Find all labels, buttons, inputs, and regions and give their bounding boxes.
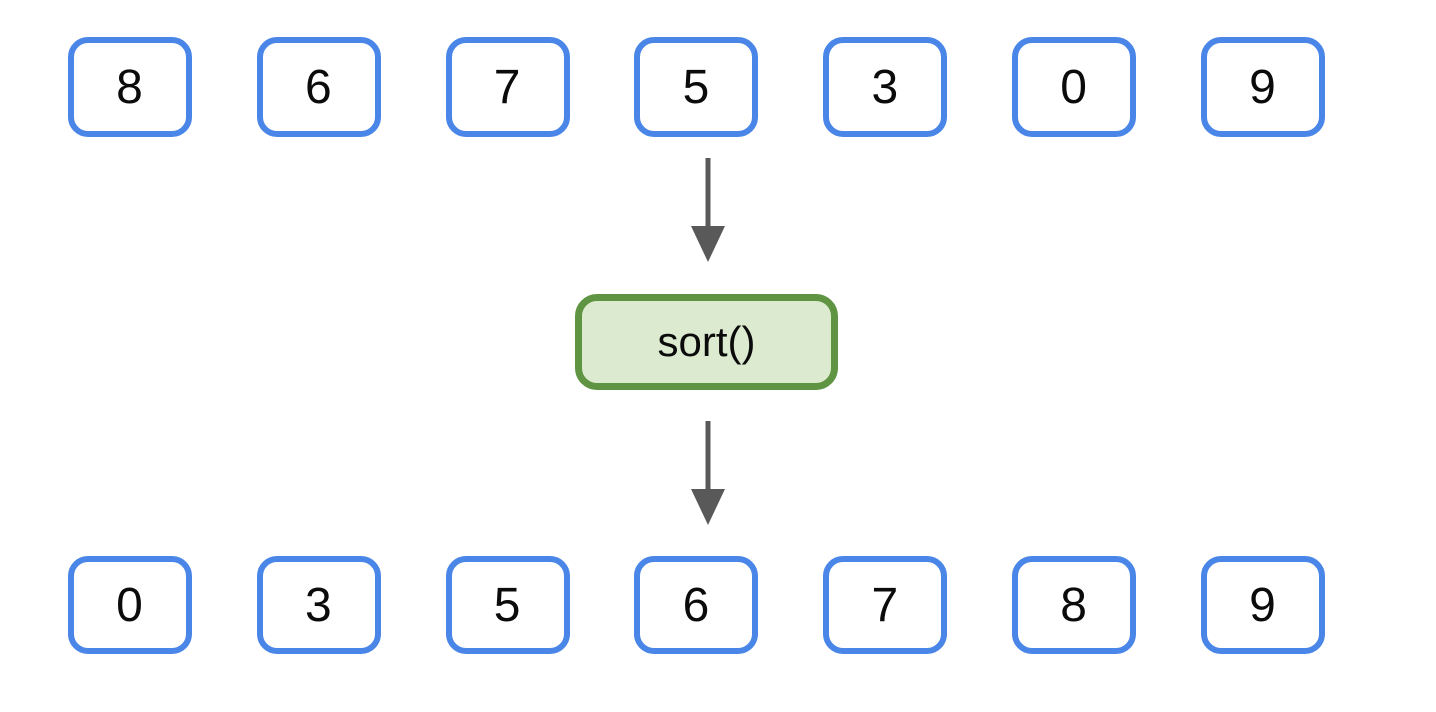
array-cell: 6 [256, 37, 381, 137]
cell-value: 0 [116, 578, 144, 632]
array-cell: 3 [256, 556, 381, 654]
cell-value: 9 [1249, 60, 1277, 114]
cell-value: 3 [871, 60, 900, 114]
array-cell: 0 [68, 556, 192, 654]
cell-value: 0 [1060, 60, 1088, 114]
cell-value: 5 [493, 578, 522, 632]
cell-value: 9 [1249, 578, 1277, 632]
array-cell: 9 [1200, 556, 1325, 654]
array-cell: 7 [823, 556, 948, 654]
array-cell: 8 [68, 37, 192, 137]
array-cell: 5 [445, 556, 570, 654]
arrow-down-icon [691, 158, 725, 262]
arrow-down-icon [691, 421, 725, 525]
cell-value: 7 [871, 578, 900, 632]
cell-value: 6 [304, 60, 333, 114]
cell-value: 8 [116, 60, 144, 114]
array-cell: 3 [823, 37, 948, 137]
array-cell: 7 [445, 37, 570, 137]
array-cell: 6 [634, 556, 759, 654]
cell-value: 5 [682, 60, 711, 114]
cell-value: 7 [493, 60, 522, 114]
unsorted-array-row: 8 6 7 5 3 0 9 [68, 37, 1325, 137]
array-cell: 9 [1200, 37, 1325, 137]
sort-operation-box: sort() [575, 294, 838, 390]
cell-value: 3 [304, 578, 333, 632]
array-cell: 5 [634, 37, 759, 137]
sorted-array-row: 0 3 5 6 7 8 9 [68, 556, 1325, 654]
cell-value: 6 [682, 578, 711, 632]
sort-operation-label: sort() [657, 318, 756, 365]
array-cell: 0 [1012, 37, 1137, 137]
array-cell: 8 [1012, 556, 1137, 654]
cell-value: 8 [1060, 578, 1088, 632]
